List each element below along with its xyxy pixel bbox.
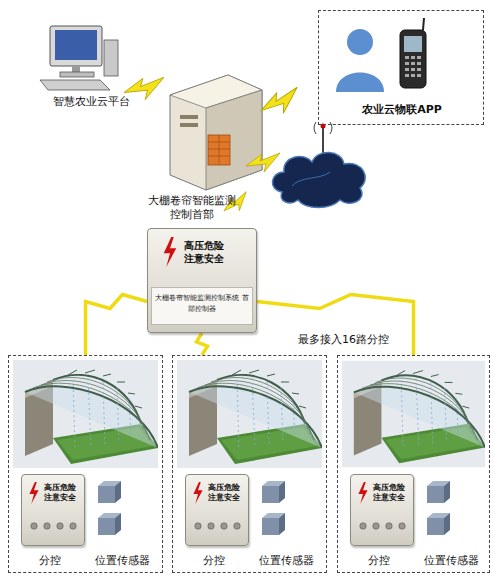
app-group-box: 农业云物联APP bbox=[318, 10, 484, 125]
button bbox=[373, 523, 379, 529]
button bbox=[234, 523, 240, 529]
node-text: 分控 bbox=[39, 554, 61, 567]
node-text: 大棚卷帘智能监测控制系统 首部控制器 bbox=[152, 293, 252, 315]
node-text: 农业云物联APP bbox=[319, 103, 485, 116]
node-text: 高压危险 注意安全 bbox=[184, 239, 230, 265]
warning-bolt bbox=[164, 237, 177, 267]
head-controller-box: 高压危险 注意安全大棚卷帘智能监测控制系统 首部控制器 bbox=[147, 228, 257, 333]
caption-label: 最多接入16路分控 bbox=[298, 333, 389, 346]
branch-controller-box: 高压危险 注意安全 bbox=[21, 474, 85, 546]
wireless-link bbox=[197, 333, 208, 355]
node-text: 位置传感器 bbox=[259, 554, 314, 567]
node-text: 高压危险 注意安全 bbox=[208, 483, 244, 504]
warning-bolt bbox=[29, 482, 38, 504]
button bbox=[31, 523, 37, 529]
button bbox=[208, 523, 214, 529]
button bbox=[386, 523, 392, 529]
branch-controller-box: 高压危险 注意安全 bbox=[350, 474, 414, 546]
button bbox=[70, 523, 76, 529]
node-text: 高压危险 注意安全 bbox=[44, 483, 80, 504]
warning-bolt bbox=[358, 482, 367, 504]
warning-bolt-icon bbox=[162, 237, 178, 267]
caption-label: 智慧农业云平台 bbox=[36, 95, 146, 108]
node-text: 分控 bbox=[203, 554, 225, 567]
button bbox=[399, 523, 405, 529]
node-text: 高压危险 注意安全 bbox=[373, 483, 409, 504]
node-text: 位置传感器 bbox=[424, 554, 479, 567]
button bbox=[44, 523, 50, 529]
warning-bolt-icon bbox=[192, 482, 204, 504]
branch-controller-box: 高压危险 注意安全 bbox=[185, 474, 249, 546]
branch-group-box: 分控 位置传感器 高压危险 注意安全 bbox=[8, 355, 163, 573]
button bbox=[221, 523, 227, 529]
warning-bolt-icon bbox=[28, 482, 40, 504]
branch-group-box: 分控 位置传感器 高压危险 注意安全 bbox=[172, 355, 327, 573]
warning-bolt-icon bbox=[357, 482, 369, 504]
button-row bbox=[357, 521, 409, 531]
node-text: 分控 bbox=[368, 554, 390, 567]
node-text: 位置传感器 bbox=[95, 554, 150, 567]
wireless-link bbox=[86, 295, 148, 356]
button bbox=[57, 523, 63, 529]
button bbox=[195, 523, 201, 529]
button-row bbox=[192, 521, 244, 531]
branch-group-box: 分控 位置传感器 高压危险 注意安全 bbox=[337, 355, 490, 573]
warning-bolt bbox=[193, 482, 202, 504]
wireless-link bbox=[257, 295, 414, 356]
caption-label: 大棚卷帘智能监测控制首部 bbox=[144, 194, 240, 222]
button bbox=[360, 523, 366, 529]
button-row bbox=[28, 521, 80, 531]
